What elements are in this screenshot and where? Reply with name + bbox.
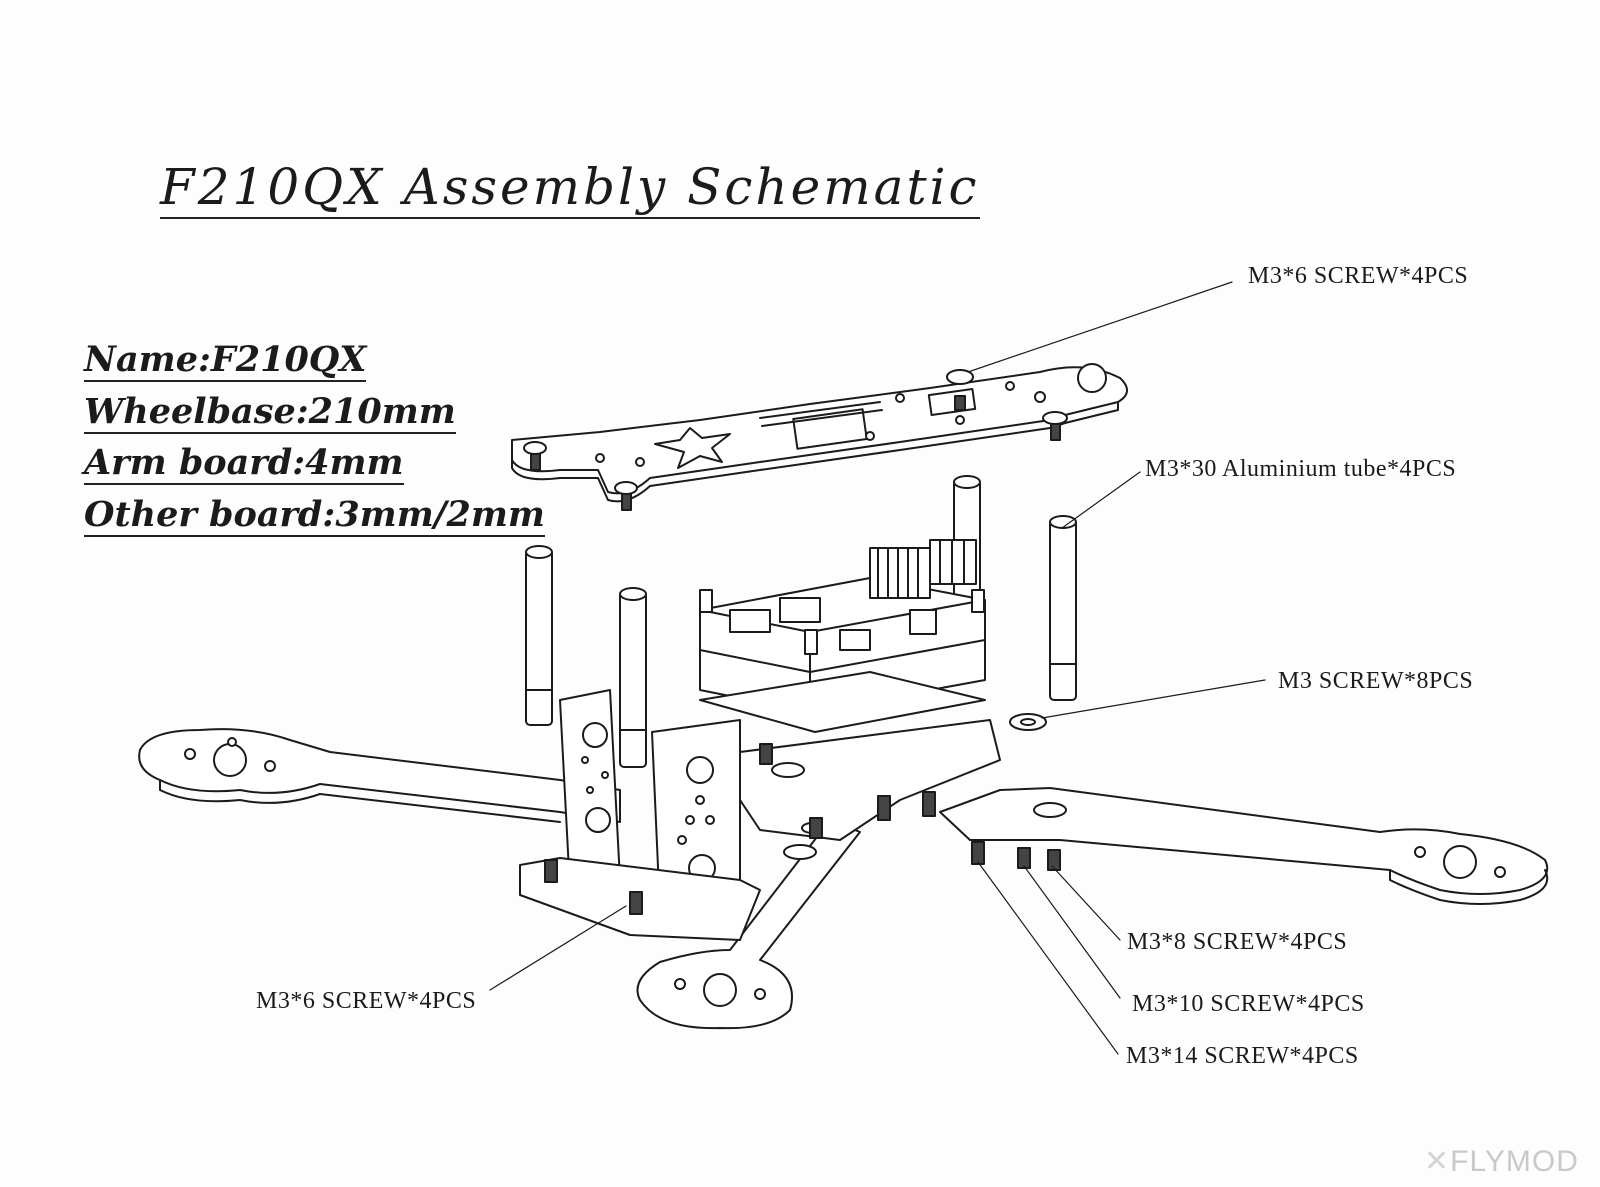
callout-m3x14-screws: M3*14 SCREW*4PCS: [1126, 1043, 1359, 1069]
callout-m3x8-screws: M3*8 SCREW*4PCS: [1127, 929, 1348, 955]
logo-text: FLYMOD: [1450, 1145, 1579, 1178]
callout-bottom-left-screws: M3*6 SCREW*4PCS: [256, 988, 477, 1014]
spec-wheelbase: Wheelbase:210mm: [84, 391, 456, 435]
top-plate: [511, 363, 1128, 503]
spec-other-board: Other board:3mm/2mm: [84, 494, 545, 538]
spec-name: Name:F210QX: [84, 339, 367, 383]
callout-aluminium-tubes: M3*30 Aluminium tube*4PCS: [1145, 456, 1457, 482]
stack-screw: [1009, 713, 1047, 731]
diagram-title: F210QX Assembly Schematic: [160, 160, 980, 219]
camera-plates: [519, 689, 761, 941]
leader-lines: [489, 281, 1266, 1055]
callout-top-screws: M3*6 SCREW*4PCS: [1248, 263, 1469, 289]
electronics-stack: [699, 539, 986, 733]
flymod-watermark-logo: ✕FLYMOD: [1424, 1147, 1579, 1177]
logo-x-icon: ✕: [1424, 1145, 1451, 1178]
bottom-screws: [759, 743, 1061, 871]
top-plate-screws: [523, 369, 1068, 511]
bottom-arms: [138, 719, 1549, 1030]
callout-m3-screws: M3 SCREW*8PCS: [1278, 668, 1474, 694]
callout-m3x10-screws: M3*10 SCREW*4PCS: [1132, 991, 1365, 1017]
spec-arm-board: Arm board:4mm: [84, 442, 404, 486]
